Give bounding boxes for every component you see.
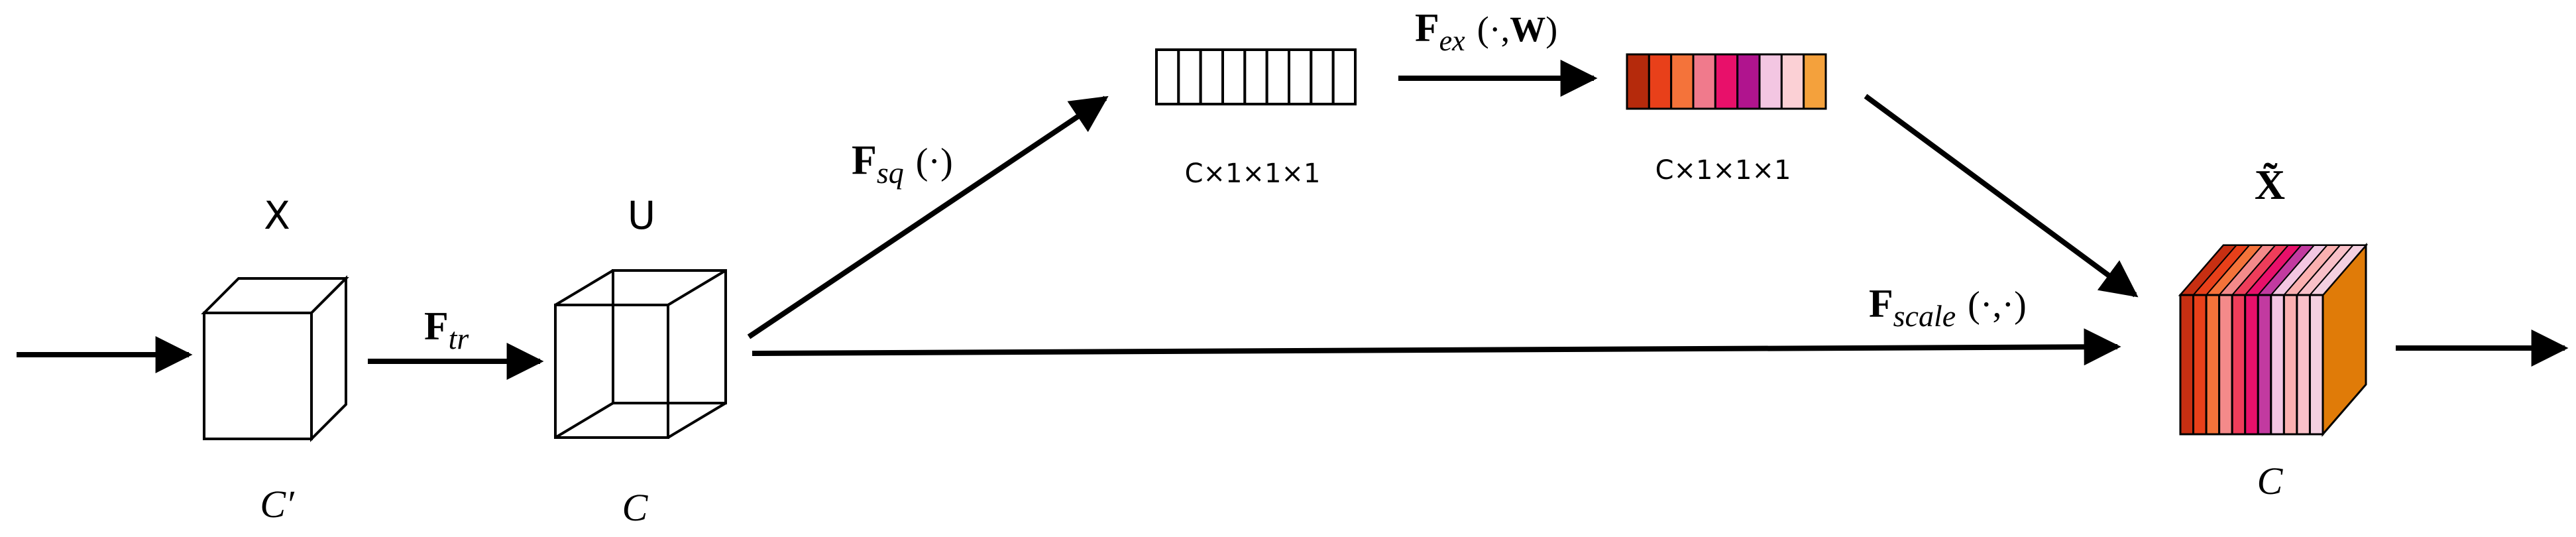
output-slice [2257, 294, 2272, 436]
squeeze-dims-label: C×1×1×1 [1185, 158, 1321, 189]
transform-op-sub: tr [449, 322, 470, 355]
output-channels-label: C [2257, 459, 2284, 503]
weight-cell [1692, 53, 1716, 110]
input-tensor-cube [201, 275, 349, 442]
weight-cell [1736, 53, 1761, 110]
squeeze-op-main: F [852, 138, 877, 183]
output-slice [2282, 294, 2298, 436]
squeeze-cell [1155, 48, 1180, 105]
scale-op-main: F [1869, 282, 1893, 326]
output-slice [2218, 294, 2233, 436]
scale-op-args: (·,·) [1968, 284, 2027, 326]
excite-op-label: Fex (·,W) [1415, 6, 1557, 57]
scale-op-sub: scale [1893, 299, 1956, 333]
squeeze-cell [1243, 48, 1268, 105]
squeeze-op-label: Fsq (·) [852, 138, 953, 190]
squeeze-cell [1310, 48, 1335, 105]
squeeze-cell [1331, 48, 1357, 105]
excite-op-args-bold: W [1510, 9, 1545, 49]
x-label: X [264, 193, 290, 238]
output-slice [2179, 294, 2195, 436]
output-slice [2296, 294, 2311, 436]
squeeze-cell [1265, 48, 1290, 105]
excitation-weight-vector [1626, 53, 1827, 110]
weight-cell [1670, 53, 1695, 110]
weight-cell [1780, 53, 1805, 110]
squeeze-vector [1155, 48, 1357, 105]
output-label: X̃ [2255, 161, 2285, 208]
transform-op-label: Ftr [424, 304, 469, 355]
squeeze-arrow [747, 95, 1109, 339]
output-slice [2308, 294, 2324, 436]
weight-cell [1803, 53, 1827, 110]
squeeze-cell [1288, 48, 1313, 105]
squeeze-op-sub: sq [877, 156, 904, 190]
output-slice [2270, 294, 2285, 436]
output-slice [2231, 294, 2247, 436]
weight-cell [1758, 53, 1783, 110]
excite-op-args-close: ) [1545, 9, 1557, 49]
u-label: U [628, 193, 655, 238]
output-tensor-cube [2178, 242, 2369, 438]
feature-map-cube [554, 269, 727, 439]
excite-dims-label: C×1×1×1 [1655, 155, 1791, 186]
squeeze-cell [1199, 48, 1224, 105]
excite-op-args-open: (·, [1477, 9, 1510, 49]
squeeze-cell [1177, 48, 1202, 105]
weight-cell [1626, 53, 1650, 110]
squeeze-cell [1221, 48, 1247, 105]
squeeze-op-args: (·) [916, 141, 953, 182]
excite-op-main: F [1415, 6, 1439, 50]
scale-arrow [752, 328, 2121, 366]
u-channels-label: C [622, 486, 649, 529]
weight-cell [1648, 53, 1673, 110]
x-channels-label: C′ [260, 483, 295, 526]
excite-op-sub: ex [1439, 25, 1466, 57]
output-slice [2244, 294, 2259, 436]
weight-cell [1714, 53, 1739, 110]
transform-op-main: F [424, 304, 449, 348]
recalibrate-arrow [1864, 93, 2139, 298]
output-slice [2192, 294, 2208, 436]
scale-op-label: Fscale (·,·) [1869, 282, 2027, 333]
output-slice [2205, 294, 2221, 436]
